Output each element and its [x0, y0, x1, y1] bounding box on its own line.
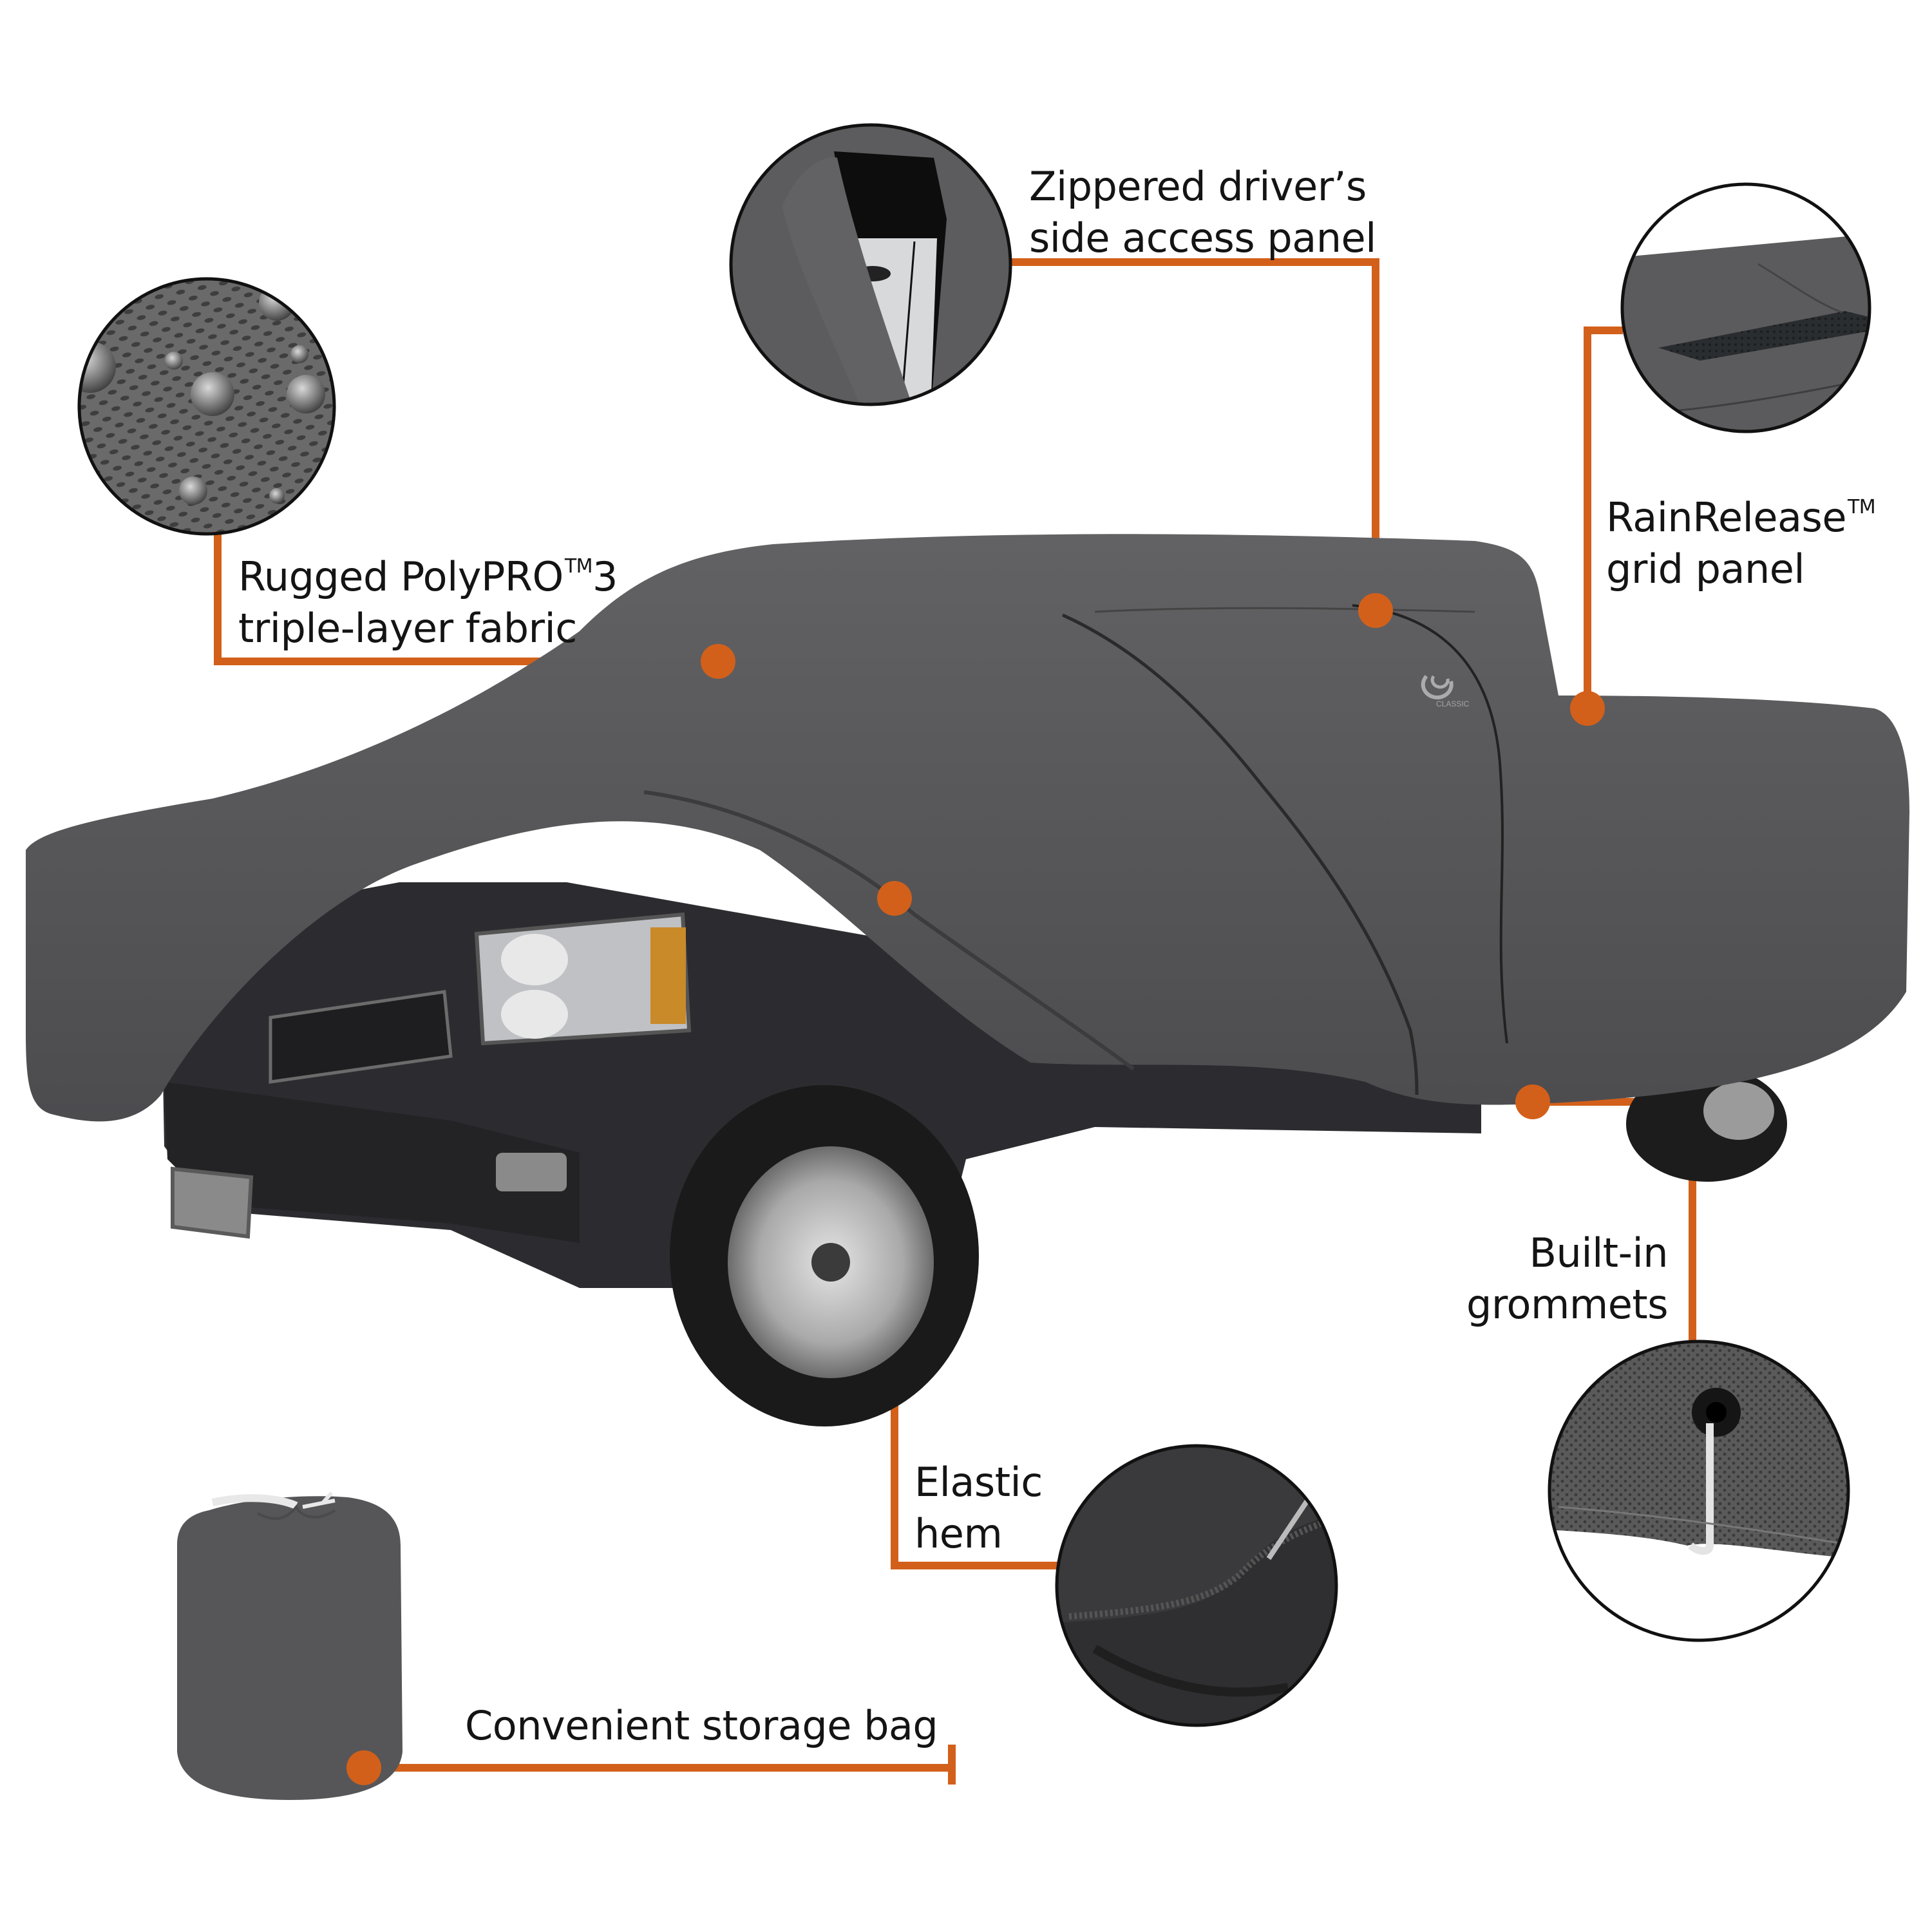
fabric-callout-label: Rugged PolyPROTM3 triple-layer fabric — [238, 541, 618, 654]
grommets-label-line-1: Built-in — [1529, 1229, 1669, 1276]
rainrelease-callout-label: RainReleaseTM grid panel — [1606, 482, 1876, 595]
grommets-label-line-2: grommets — [1466, 1281, 1668, 1328]
storage-label-line-1: Convenient storage bag — [465, 1702, 938, 1749]
zipper-connector — [1010, 258, 1379, 611]
elastic-label-line-2: hem — [914, 1510, 1003, 1557]
storage-bag-callout-label: Convenient storage bag — [465, 1700, 938, 1752]
callout-dots — [346, 593, 1605, 1785]
elastic-dot — [877, 881, 912, 916]
rainrelease-label-line-2: grid panel — [1606, 545, 1805, 592]
zipper-callout-label: Zippered driver’s side access panel — [1029, 161, 1376, 264]
storage-bag-illustration — [177, 1492, 402, 1800]
zipper-label-line-1: Zippered driver’s — [1029, 163, 1367, 210]
rainrelease-dot — [1570, 691, 1605, 726]
covered-truck-illustration: CLASSIC — [26, 534, 1909, 1426]
grommets-dot — [1515, 1084, 1550, 1119]
fabric-label-line-1: Rugged PolyPRO — [238, 553, 564, 600]
zipper-dot — [1358, 593, 1393, 628]
elastic-label-line-1: Elastic — [914, 1459, 1043, 1506]
zipper-detail-circle — [729, 123, 1012, 406]
elastic-hem-callout-label: Elastic hem — [914, 1457, 1043, 1560]
cover-brand-logo: CLASSIC — [1421, 674, 1470, 708]
rainrelease-connector — [1584, 327, 1623, 708]
rainrelease-detail-circle — [1620, 182, 1871, 433]
rainrelease-label-line-1: RainRelease — [1606, 494, 1846, 541]
fabric-detail-circle — [77, 277, 336, 536]
trademark-symbol: TM — [1847, 496, 1876, 518]
zipper-label-line-2: side access panel — [1029, 214, 1376, 261]
grommets-detail-circle — [1548, 1340, 1850, 1642]
fabric-label-suffix: 3 — [592, 553, 618, 600]
storage-dot — [346, 1750, 381, 1785]
elastic-hem-detail-circle — [1055, 1444, 1338, 1727]
fabric-label-line-2: triple-layer fabric — [238, 605, 577, 652]
trademark-symbol: TM — [564, 555, 593, 578]
grommets-callout-label: Built-in grommets — [1443, 1227, 1668, 1331]
svg-text:CLASSIC: CLASSIC — [1436, 699, 1470, 708]
fabric-dot — [701, 644, 735, 679]
